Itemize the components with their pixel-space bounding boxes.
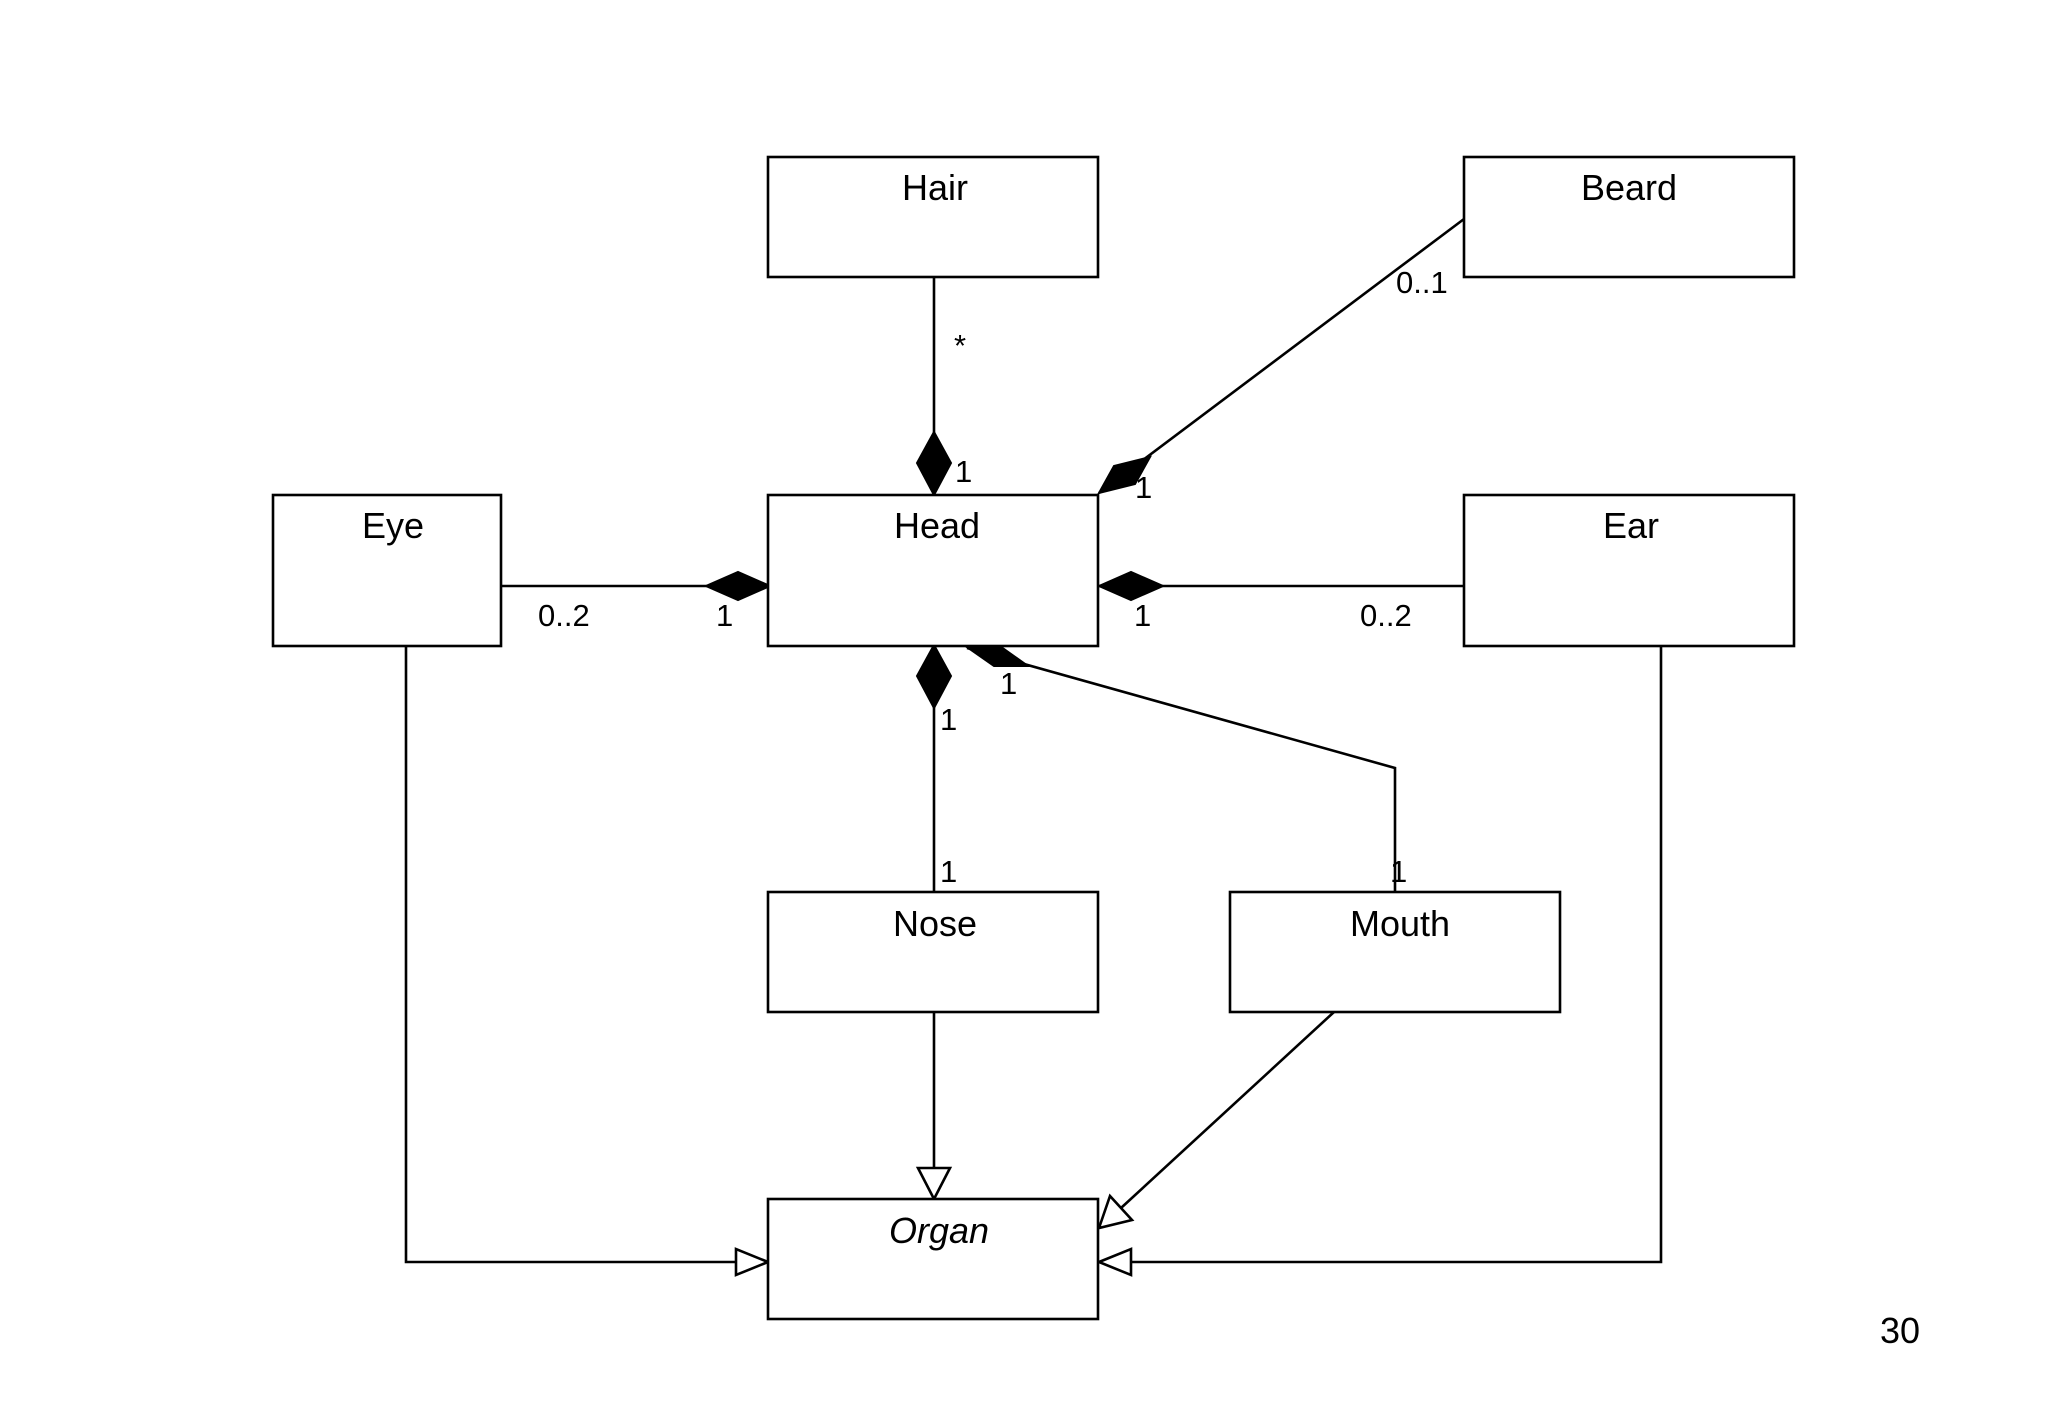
multiplicity-mouth-head-end: 1 xyxy=(1000,666,1017,701)
mouth-generalization-arrow xyxy=(1096,1193,1135,1230)
ear-generalization-arrow xyxy=(1095,1247,1133,1277)
class-nose: Nose xyxy=(766,890,1100,1014)
class-nose-name: Nose xyxy=(893,903,977,944)
eye-generalization-arrow xyxy=(734,1247,772,1277)
class-ear-box xyxy=(1462,493,1796,648)
class-organ-name: Organ xyxy=(889,1210,989,1251)
multiplicity-beard-head-end: 1 xyxy=(1135,470,1152,505)
multiplicity-ear-end: 0..2 xyxy=(1360,598,1412,633)
class-organ: Organ xyxy=(766,1197,1100,1321)
class-beard: Beard xyxy=(1462,155,1796,279)
nose-composition-diamond xyxy=(915,642,953,711)
multiplicity-mouth-end: 1 xyxy=(1390,854,1407,889)
ear-composition-diamond xyxy=(1096,570,1166,602)
class-mouth-name: Mouth xyxy=(1350,903,1450,944)
class-ear-name: Ear xyxy=(1603,505,1659,546)
class-beard-box xyxy=(1462,155,1796,279)
class-head: Head xyxy=(766,493,1100,648)
multiplicity-hair-head-end: 1 xyxy=(955,454,972,489)
class-eye-box xyxy=(271,493,503,648)
class-beard-name: Beard xyxy=(1581,167,1677,208)
multiplicity-ear-head-end: 1 xyxy=(1134,598,1151,633)
beard-composition-diamond xyxy=(1097,455,1152,495)
page-number: 30 xyxy=(1880,1310,1921,1351)
class-organ-box xyxy=(766,1197,1100,1321)
mouth-head-association xyxy=(966,646,1397,892)
multiplicity-hair-end: * xyxy=(954,328,966,363)
eye-organ-generalization xyxy=(404,646,736,1264)
class-nose-box xyxy=(766,890,1100,1014)
multiplicity-nose-head-end: 1 xyxy=(940,702,957,737)
class-hair: Hair xyxy=(766,155,1100,279)
class-hair-box xyxy=(766,155,1100,279)
beard-head-association xyxy=(1098,217,1465,495)
class-head-name: Head xyxy=(894,505,980,546)
eye-composition-diamond xyxy=(703,570,773,602)
multiplicity-nose-end: 1 xyxy=(940,854,957,889)
mouth-organ-generalization xyxy=(1120,1011,1335,1209)
class-hair-name: Hair xyxy=(902,167,968,208)
hair-composition-diamond xyxy=(915,429,953,498)
class-head-box xyxy=(766,493,1100,648)
nose-generalization-arrow xyxy=(915,1166,953,1202)
class-mouth-box xyxy=(1228,890,1562,1014)
class-eye-name: Eye xyxy=(362,505,424,546)
multiplicity-beard-end: 0..1 xyxy=(1396,265,1448,300)
class-eye: Eye xyxy=(271,493,503,648)
class-ear: Ear xyxy=(1462,493,1796,648)
multiplicity-eye-end: 0..2 xyxy=(538,598,590,633)
multiplicity-eye-head-end: 1 xyxy=(716,598,733,633)
class-mouth: Mouth xyxy=(1228,890,1562,1014)
ear-organ-generalization xyxy=(1131,646,1663,1264)
